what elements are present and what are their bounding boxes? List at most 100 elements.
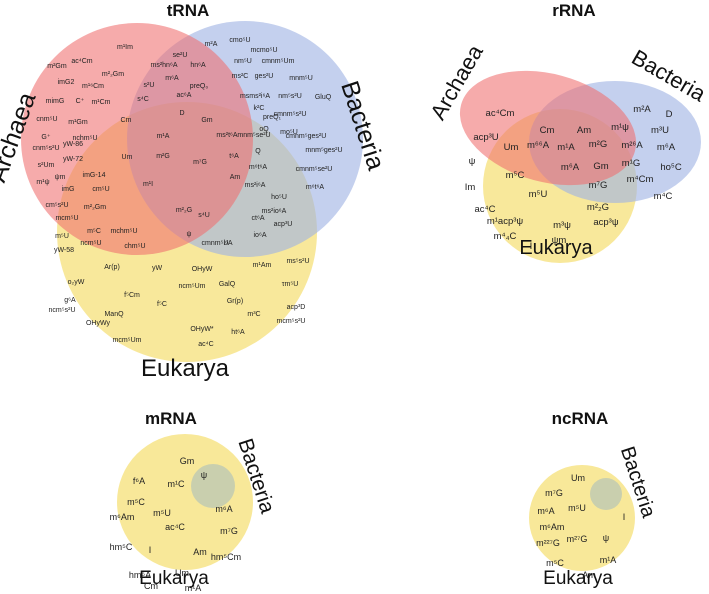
trna-label-eukarya: Eukarya [141,355,230,382]
trna-mod-57: cmnm⁵Um [262,58,295,65]
rrna-title: rRNA [552,1,595,20]
trna-mod-5: imG2 [58,79,75,86]
rrna-mod-33: I [530,241,533,252]
trna-panel: tRNA Archaea Bacteria Eukarya m¹Imac⁴Cmm… [0,1,390,382]
rrna-mod-20: m⁶A [657,142,676,153]
rrna-mod-24: m⁴C [654,191,673,202]
trna-mod-23: cm⁵s²U [45,202,68,209]
mrna-title: mRNA [145,409,197,428]
ncrna-mod-9: ψ [603,533,609,543]
rrna-mod-4: Cm [540,125,555,136]
trna-mod-75: ms²i⁶A [245,182,266,189]
trna-mod-53: m²A [205,41,218,48]
trna-mod-76: ho⁵U [271,194,287,201]
trna-mod-35: preQ₀ [190,83,209,90]
mrna-mod-3: f⁶A [133,476,145,486]
mrna-mod-16: Um [175,568,189,578]
trna-mod-89: ms⁵s²U [286,258,309,265]
trna-mod-68: mo⁵U [280,129,298,136]
trna-mod-44: Um [122,154,133,161]
rrna-mod-31: m⁴₄C [494,231,517,242]
mrna-mod-11: hm⁵C [110,542,133,552]
trna-mod-90: o₂yW [68,279,85,286]
ncrna-panel: ncRNA Bacteria Eukarya Umm⁷Gm⁶Am⁶Amm⁵UIm… [529,409,660,589]
ncrna-set-bacteria [590,478,622,510]
trna-mod-24: m²₂Gm [84,204,106,211]
rrna-mod-8: m¹A [557,142,575,153]
trna-mod-13: nchm⁵U [72,135,97,142]
trna-mod-61: msms²i⁶A [240,93,270,100]
trna-mod-32: hn⁶A [190,62,206,69]
rrna-sets [459,70,701,263]
trna-mod-21: imG [62,186,75,193]
trna-mod-93: τm⁵U [282,281,299,288]
rrna-mod-15: m²A [633,104,651,115]
trna-mod-79: acp³U [274,221,293,228]
trna-mod-71: cmnm⁵se²U [296,166,333,173]
trna-mod-52: ψ [187,231,192,238]
trna-mod-95: g⁶A [64,297,76,304]
ncrna-mod-12: Am [582,570,596,580]
mrna-label-eukarya: Eukarya [139,568,209,589]
trna-mod-87: OHyW [192,266,213,273]
trna-mod-9: m¹Cm [91,99,110,106]
trna-mod-62: nm⁵s²U [278,93,302,100]
trna-mod-3: m²Gm [47,63,67,70]
rrna-mod-12: Gm [593,161,608,172]
trna-mod-14: cnm⁵s²U [32,145,59,152]
trna-mod-17: yW-86 [63,141,83,148]
trna-mod-88: m¹Am [253,262,272,269]
trna-mod-103: OHyWy [86,320,111,327]
rrna-mod-17: m¹ψ [611,122,629,133]
ncrna-mod-6: I [623,512,626,522]
rrna-label-eukarya: Eukarya [519,237,593,259]
trna-mod-92: GalQ [219,281,236,288]
rrna-mod-7: m⁶⁶A [527,140,550,151]
trna-mod-31: ms²hn⁶A [151,62,178,69]
mrna-mod-14: hm⁵Cm [211,552,241,562]
ncrna-mod-5: m⁵U [568,503,586,513]
trna-mod-94: acp³D [287,304,306,311]
trna-mod-83: m⁵U [55,233,69,240]
trna-mod-36: s⁴C [137,96,149,103]
trna-mod-59: ges²U [255,73,274,80]
trna-mod-98: ManQ [104,311,124,318]
mrna-mod-1: Gm [180,456,195,466]
trna-mod-100: Gr(p) [227,298,243,305]
trna-mod-40: Gm [201,117,212,124]
trna-mod-63: GluQ [315,94,332,101]
trna-mod-85: Ar(p) [104,264,120,271]
ncrna-mod-7: m²²⁷G [536,538,560,548]
trna-mod-60: mnm⁵U [289,75,313,82]
trna-mod-99: f⁵C [157,301,167,308]
trna-mod-7: mimG [46,98,65,105]
trna-mod-16: m¹ψ [36,179,49,186]
trna-mod-19: ψm [55,174,66,181]
trna-mod-64: k²C [254,105,265,112]
rrna-mod-30: acp³ψ [593,217,618,228]
ncrna-mod-4: m⁶Am [540,522,565,532]
trna-mod-82: i⁶A [223,240,232,247]
trna-mod-81: cmnm⁵U [201,240,228,247]
trna-mod-66: cmnm⁵s²U [274,111,307,118]
rrna-mod-9: m²G [589,139,607,150]
mrna-mod-18: m¹A [185,583,202,593]
rrna-mod-10: m⁵C [506,170,525,181]
trna-mod-33: s²U [144,82,155,89]
trna-mod-54: cmo⁵U [229,37,250,44]
trna-mod-70: mnm⁵ges²U [305,147,342,154]
rrna-mod-27: ac⁴C [475,204,496,215]
rrna-mod-14: m⁷G [589,180,608,191]
trna-mod-102: mcm⁵s²U [277,318,306,325]
mrna-mod-9: ac⁴C [165,522,185,532]
trna-mod-10: cnm⁵U [36,116,57,123]
trna-mod-96: f⁵Cm [124,292,140,299]
mrna-mod-15: hm⁶A [129,570,151,580]
trna-sets [21,21,363,362]
rrna-set-archaea [459,70,637,186]
